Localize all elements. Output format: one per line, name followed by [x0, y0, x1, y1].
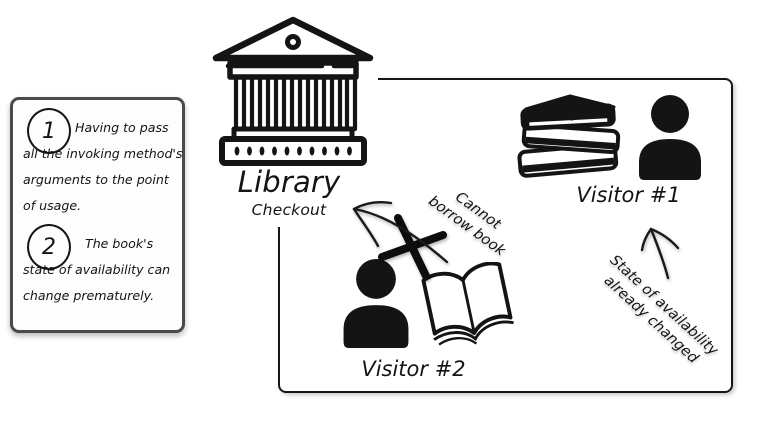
note-line: of usage.	[23, 198, 82, 213]
note-line: state of availability can	[23, 262, 171, 277]
library-group: Library Checkout	[200, 0, 378, 227]
open-book-icon	[421, 262, 514, 346]
up-arrow-icon	[640, 227, 680, 280]
person-icon	[639, 95, 701, 180]
person-icon	[343, 259, 409, 348]
step-2-badge: 2	[27, 224, 71, 270]
note-line: arguments to the point	[23, 172, 169, 187]
step-1-badge: 1	[27, 108, 71, 154]
note-line: change prematurely.	[23, 288, 155, 303]
note-1-text: Having to pass all the invoking method's…	[23, 115, 183, 219]
visitor1-label: Visitor #1	[576, 183, 681, 207]
note-line: all the invoking method's	[23, 146, 183, 161]
note-line: The book's	[85, 236, 154, 251]
curved-arrow-icon	[352, 201, 449, 264]
library-building-icon	[212, 16, 374, 166]
checkout-scenario-box	[278, 78, 733, 393]
books-stack-icon	[517, 94, 621, 178]
note-line: Having to pass	[75, 120, 169, 135]
note-2-text: The book's state of availability can cha…	[23, 231, 181, 309]
library-title: Library	[237, 165, 341, 199]
visitor2-label: Visitor #2	[361, 357, 466, 381]
library-subtitle: Checkout	[251, 201, 327, 219]
notes-panel: 1 Having to pass all the invoking method…	[10, 97, 185, 333]
